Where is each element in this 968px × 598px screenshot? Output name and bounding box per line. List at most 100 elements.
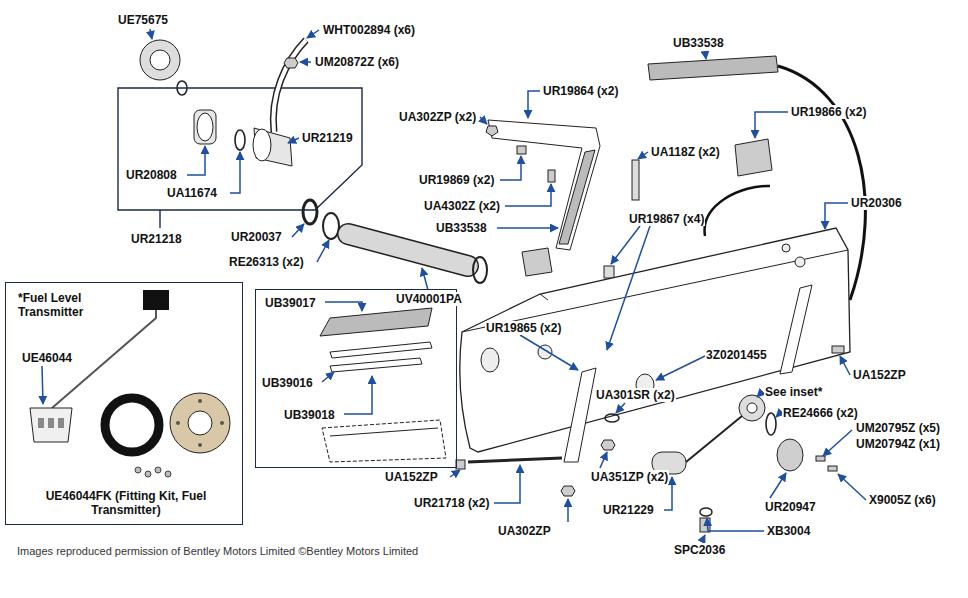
part-number: UA11674: [166, 186, 218, 200]
fuel-transmitter: [165, 471, 171, 477]
tank-strap: [468, 458, 562, 462]
copyright-caption: Images reproduced permission of Bentley …: [17, 545, 418, 558]
leader-arrow: [500, 156, 521, 180]
fuel-transmitter: [38, 418, 44, 428]
leader-arrow: [422, 268, 428, 290]
part-number: UB33538: [672, 36, 725, 50]
inset-heading: *Fuel Level Transmitter: [17, 291, 115, 319]
leader-arrow: [825, 203, 848, 229]
tank-strap: [559, 150, 595, 244]
leader-arrow: [607, 226, 650, 350]
leader-arrow: [288, 138, 299, 143]
filler-neck: [194, 110, 216, 144]
tank-strap: [832, 346, 844, 353]
fuel-transmitter: [188, 411, 212, 435]
inset-parts: [320, 308, 432, 336]
leader-arrow: [656, 356, 705, 380]
leader-arrow: [600, 452, 607, 468]
part-number: UA301SR (x2): [595, 388, 676, 402]
part-number: WHT002894 (x6): [322, 23, 416, 37]
leader-arrow: [187, 146, 205, 175]
part-number: UM20872Z (x6): [314, 55, 400, 69]
part-number: UR20037: [230, 230, 283, 244]
part-number: UA118Z (x2): [650, 145, 721, 159]
leader-arrow: [520, 335, 578, 370]
leader-arrow: [616, 403, 625, 413]
filler-neck: [254, 128, 292, 166]
part-number: 3Z0201455: [705, 348, 768, 362]
part-number: See inset*: [764, 385, 823, 399]
tank-strap: [486, 120, 600, 276]
felt-pad: [648, 56, 778, 80]
inset-parts: [330, 358, 422, 372]
leader-arrow: [638, 152, 648, 159]
inset-parts: [330, 342, 432, 358]
part-number: UR20947: [764, 500, 817, 514]
part-number: UA302ZP: [497, 524, 552, 538]
leader-arrow: [325, 302, 362, 311]
filler-hose: [473, 257, 487, 283]
inset-parts: [320, 308, 446, 462]
felt-square: [735, 139, 772, 176]
fuel-tank: [540, 294, 548, 300]
part-number: UE46044: [21, 351, 73, 365]
spacer: [604, 266, 614, 278]
part-number: UR19866 (x2): [790, 105, 867, 119]
inset-parts: [322, 420, 446, 462]
leader-arrow: [497, 227, 558, 229]
leader-arrow: [300, 61, 311, 63]
filler-neck: [303, 200, 317, 224]
filler-hose: [348, 234, 468, 266]
leader-arrow: [322, 372, 334, 382]
leader-arrow: [838, 474, 866, 500]
leader-arrow: [611, 226, 640, 264]
leader-arrow: [755, 112, 788, 138]
fuel-transmitter: [105, 398, 159, 452]
tank-strap: [561, 486, 575, 496]
leader-arrow: [528, 91, 540, 118]
filler-neck: [197, 113, 213, 141]
part-number: UR21718 (x2): [413, 496, 490, 510]
part-number: UA4302Z (x2): [423, 199, 501, 213]
filler-hose: [348, 234, 468, 266]
filler-cap: [140, 40, 180, 80]
fuel-transmitter: [58, 418, 64, 428]
part-number: UM20794Z (x1): [855, 437, 941, 451]
part-number: XB3004: [766, 524, 811, 538]
leader-arrow: [42, 366, 43, 404]
leader-arrow: [707, 518, 764, 531]
fuel-transmitter: [135, 467, 141, 473]
filler-cap: [140, 40, 187, 95]
tank-strap: [486, 126, 498, 136]
tank-strap: [488, 120, 600, 250]
inset-box: *Fuel Level TransmitterUE46044UE46044FK …: [5, 282, 243, 525]
bolt: [632, 160, 639, 200]
fuel-tank: [481, 348, 499, 372]
part-number: UE75675: [117, 13, 169, 27]
fuel-transmitter: [170, 393, 230, 453]
leader-arrow: [702, 535, 705, 541]
part-number: UA351ZP (x2): [590, 470, 669, 484]
fuel-sender: [828, 466, 837, 471]
part-number: UR21218: [130, 232, 183, 246]
tank-strap: [548, 170, 555, 182]
part-number: UR19865 (x2): [485, 321, 562, 335]
fuel-sender: [700, 508, 712, 516]
leader-arrow: [567, 499, 569, 522]
leader-arrow: [317, 240, 329, 262]
leader-arrow: [770, 473, 786, 498]
tank-strap: [780, 285, 812, 374]
part-number: UB33538: [435, 221, 488, 235]
tank-strap: [517, 146, 526, 154]
leader-arrow: [344, 376, 372, 414]
leader-arrow: [757, 392, 762, 397]
filler-neck: [323, 213, 339, 239]
part-number: UR19869 (x2): [418, 173, 495, 187]
filler-neck: [273, 40, 306, 132]
inset-heading: UB39017: [264, 296, 317, 310]
fuel-transmitter: [30, 408, 72, 442]
fuel-sender: [816, 456, 825, 461]
leader-arrow: [450, 470, 460, 477]
strap-wire: [705, 186, 770, 236]
fuel-sender: [777, 439, 803, 471]
